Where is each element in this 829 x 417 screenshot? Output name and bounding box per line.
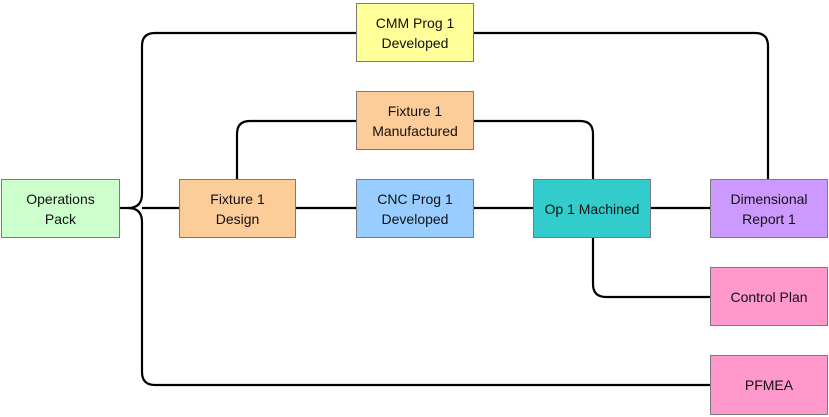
node-dimensional-report-1: Dimensional Report 1	[710, 179, 828, 238]
node-pfmea: PFMEA	[710, 355, 828, 415]
connector-op1-to-control-plan	[591, 238, 710, 299]
node-op-1-machined: Op 1 Machined	[533, 179, 651, 238]
node-cnc-prog-1-developed: CNC Prog 1 Developed	[356, 179, 474, 238]
connector-brace-to-cmm	[127, 31, 356, 210]
node-control-plan: Control Plan	[710, 267, 828, 326]
node-fixture-1-manufactured: Fixture 1 Manufactured	[356, 91, 474, 150]
node-operations-pack: Operations Pack	[1, 179, 120, 238]
connector-cmm-to-dimensional	[474, 31, 770, 180]
connector-brace-to-pfmea	[127, 206, 710, 387]
connector-manufactured-to-op1	[474, 119, 595, 180]
connector-fixture-design-to-manufactured	[235, 119, 356, 180]
node-fixture-1-design: Fixture 1 Design	[179, 179, 296, 238]
node-cmm-prog-1-developed: CMM Prog 1 Developed	[356, 3, 474, 62]
